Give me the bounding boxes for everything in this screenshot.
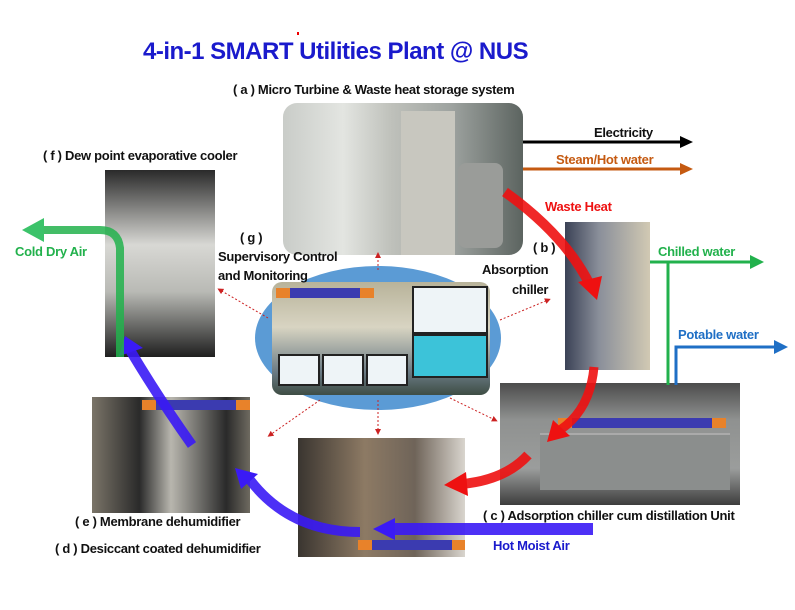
label-a: ( a ) Micro Turbine & Waste heat storage… [233,82,515,97]
label-g-line2: and Monitoring [218,268,308,283]
photo-desiccant-dehumidifier [298,438,465,557]
cold-dry-air-arrow [38,226,124,357]
photo-micro-turbine [283,103,523,255]
waste-heat-arrow [502,187,595,288]
flow-waste-heat: Waste Heat [545,199,612,214]
flow-electricity: Electricity [594,125,653,140]
label-g-line1: Supervisory Control [218,249,338,264]
label-f: ( f ) Dew point evaporative cooler [43,148,238,163]
photo-absorption-chiller [565,222,650,370]
flow-chilled-water: Chilled water [658,244,736,259]
adsorption-to-desiccant-arrow [461,451,532,489]
label-b-line2: chiller [512,282,549,297]
flow-cold-dry-air: Cold Dry Air [15,244,87,259]
control-connectors [217,252,551,437]
potable-water-arrow [674,345,776,385]
label-b-line1: Absorption [482,262,549,277]
membrane-to-cooler-arrow [125,347,197,448]
flow-potable-water: Potable water [678,327,759,342]
red-dot-mark [297,32,299,35]
chilled-water-arrow [666,260,752,385]
photo-control-room [272,282,490,395]
label-c: ( c ) Adsorption chiller cum distillatio… [483,508,735,523]
flow-steam: Steam/Hot water [556,152,654,167]
photo-adsorption-chiller [500,383,740,505]
label-d: ( d ) Desiccant coated dehumidifier [55,541,261,556]
label-b-tag: ( b ) [533,240,556,255]
desiccant-to-membrane-arrow [246,476,361,537]
diagram-title: 4-in-1 SMART Utilities Plant @ NUS [143,38,529,65]
flow-hot-moist-air: Hot Moist Air [493,538,570,553]
label-g-tag: ( g ) [240,230,263,245]
chiller-to-adsorption-arrow [557,366,599,434]
label-e: ( e ) Membrane dehumidifier [75,514,241,529]
